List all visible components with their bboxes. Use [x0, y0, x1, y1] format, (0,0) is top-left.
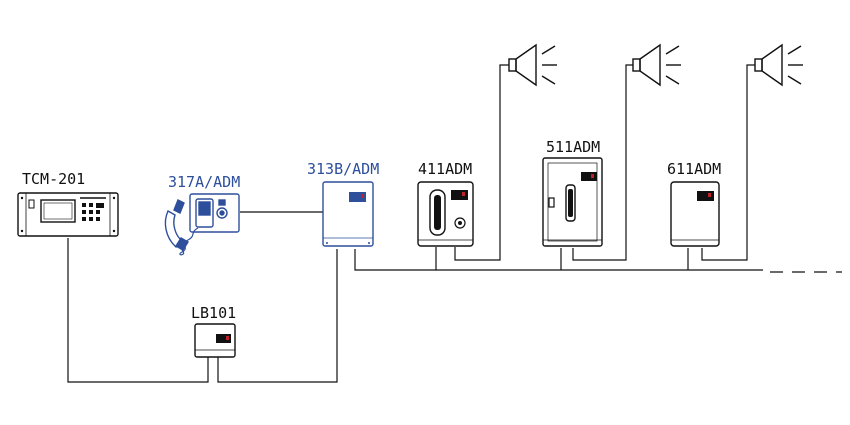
- 317a-adm-device: [164, 193, 240, 256]
- tcm-201-device: [17, 192, 119, 237]
- speaker-icon: [508, 43, 557, 87]
- speaker-icon: [754, 43, 803, 87]
- label-317a-adm: 317A/ADM: [168, 173, 240, 191]
- 611adm-device: [670, 181, 720, 247]
- wire-313b-411: [354, 247, 437, 271]
- wire-511-speaker2: [572, 64, 633, 261]
- wire-611-speaker3: [701, 64, 755, 261]
- label-313b-adm: 313B/ADM: [307, 160, 379, 178]
- 313b-adm-device: [322, 181, 374, 247]
- label-611adm: 611ADM: [667, 160, 721, 178]
- 411adm-device: [417, 181, 474, 247]
- lb101-device: [194, 323, 236, 358]
- label-411adm: 411ADM: [418, 160, 472, 178]
- wire-tcm-lb101: [67, 238, 209, 383]
- label-lb101: LB101: [191, 304, 236, 322]
- wire-lb101-313b: [217, 249, 338, 383]
- speaker-icon: [632, 43, 681, 87]
- wire-411-speaker1: [454, 64, 509, 261]
- wiring: [67, 64, 842, 383]
- label-tcm-201: TCM-201: [22, 170, 85, 188]
- 511adm-device: [542, 157, 603, 247]
- label-511adm: 511ADM: [546, 138, 600, 156]
